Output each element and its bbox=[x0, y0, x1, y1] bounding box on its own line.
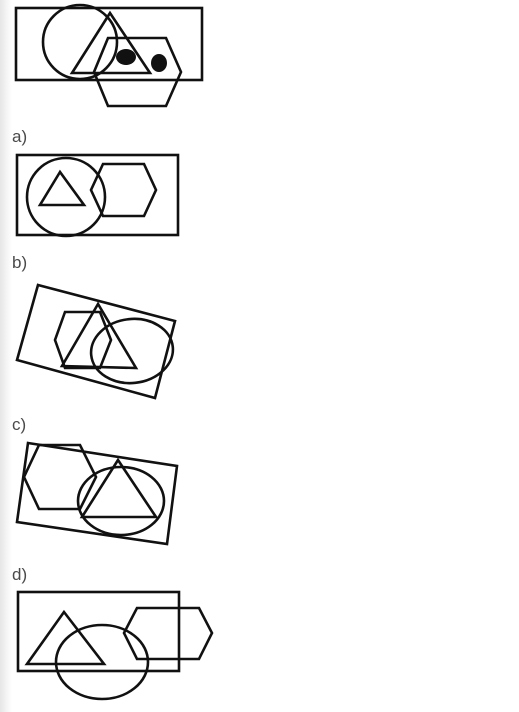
option-a-hexagon bbox=[89, 162, 158, 218]
option-b-figure[interactable] bbox=[0, 280, 200, 405]
option-a-figure[interactable] bbox=[0, 150, 200, 242]
option-c-hexagon bbox=[22, 443, 98, 511]
option-a-rectangle bbox=[15, 153, 180, 237]
option-b-hexagon bbox=[53, 310, 113, 370]
option-c-rectangle bbox=[15, 441, 179, 546]
option-b-label[interactable]: b) bbox=[12, 253, 28, 272]
page-edge-shadow bbox=[0, 0, 12, 712]
question-dot-large bbox=[116, 49, 136, 65]
question-triangle bbox=[69, 10, 153, 75]
option-d-circle bbox=[54, 623, 150, 701]
question-hexagon bbox=[92, 36, 183, 108]
option-d-triangle bbox=[24, 609, 107, 666]
option-c-figure[interactable] bbox=[0, 438, 200, 550]
option-c-label[interactable]: c) bbox=[12, 415, 27, 434]
option-d-hexagon bbox=[122, 606, 214, 661]
option-b-rectangle bbox=[15, 283, 177, 400]
question-rectangle bbox=[14, 6, 204, 82]
option-d-label[interactable]: d) bbox=[12, 565, 28, 584]
question-figure bbox=[14, 3, 204, 108]
option-d-figure[interactable] bbox=[0, 585, 230, 705]
option-a-triangle bbox=[37, 169, 87, 207]
option-b-triangle bbox=[59, 301, 139, 370]
question-circle bbox=[41, 3, 119, 81]
option-a-circle bbox=[25, 156, 107, 238]
option-b-circle bbox=[89, 317, 175, 385]
option-d-rectangle bbox=[16, 590, 181, 673]
option-c-circle bbox=[76, 465, 166, 537]
question-dot-small bbox=[151, 54, 167, 72]
option-c-triangle bbox=[79, 457, 159, 519]
option-a-label[interactable]: a) bbox=[12, 127, 28, 146]
